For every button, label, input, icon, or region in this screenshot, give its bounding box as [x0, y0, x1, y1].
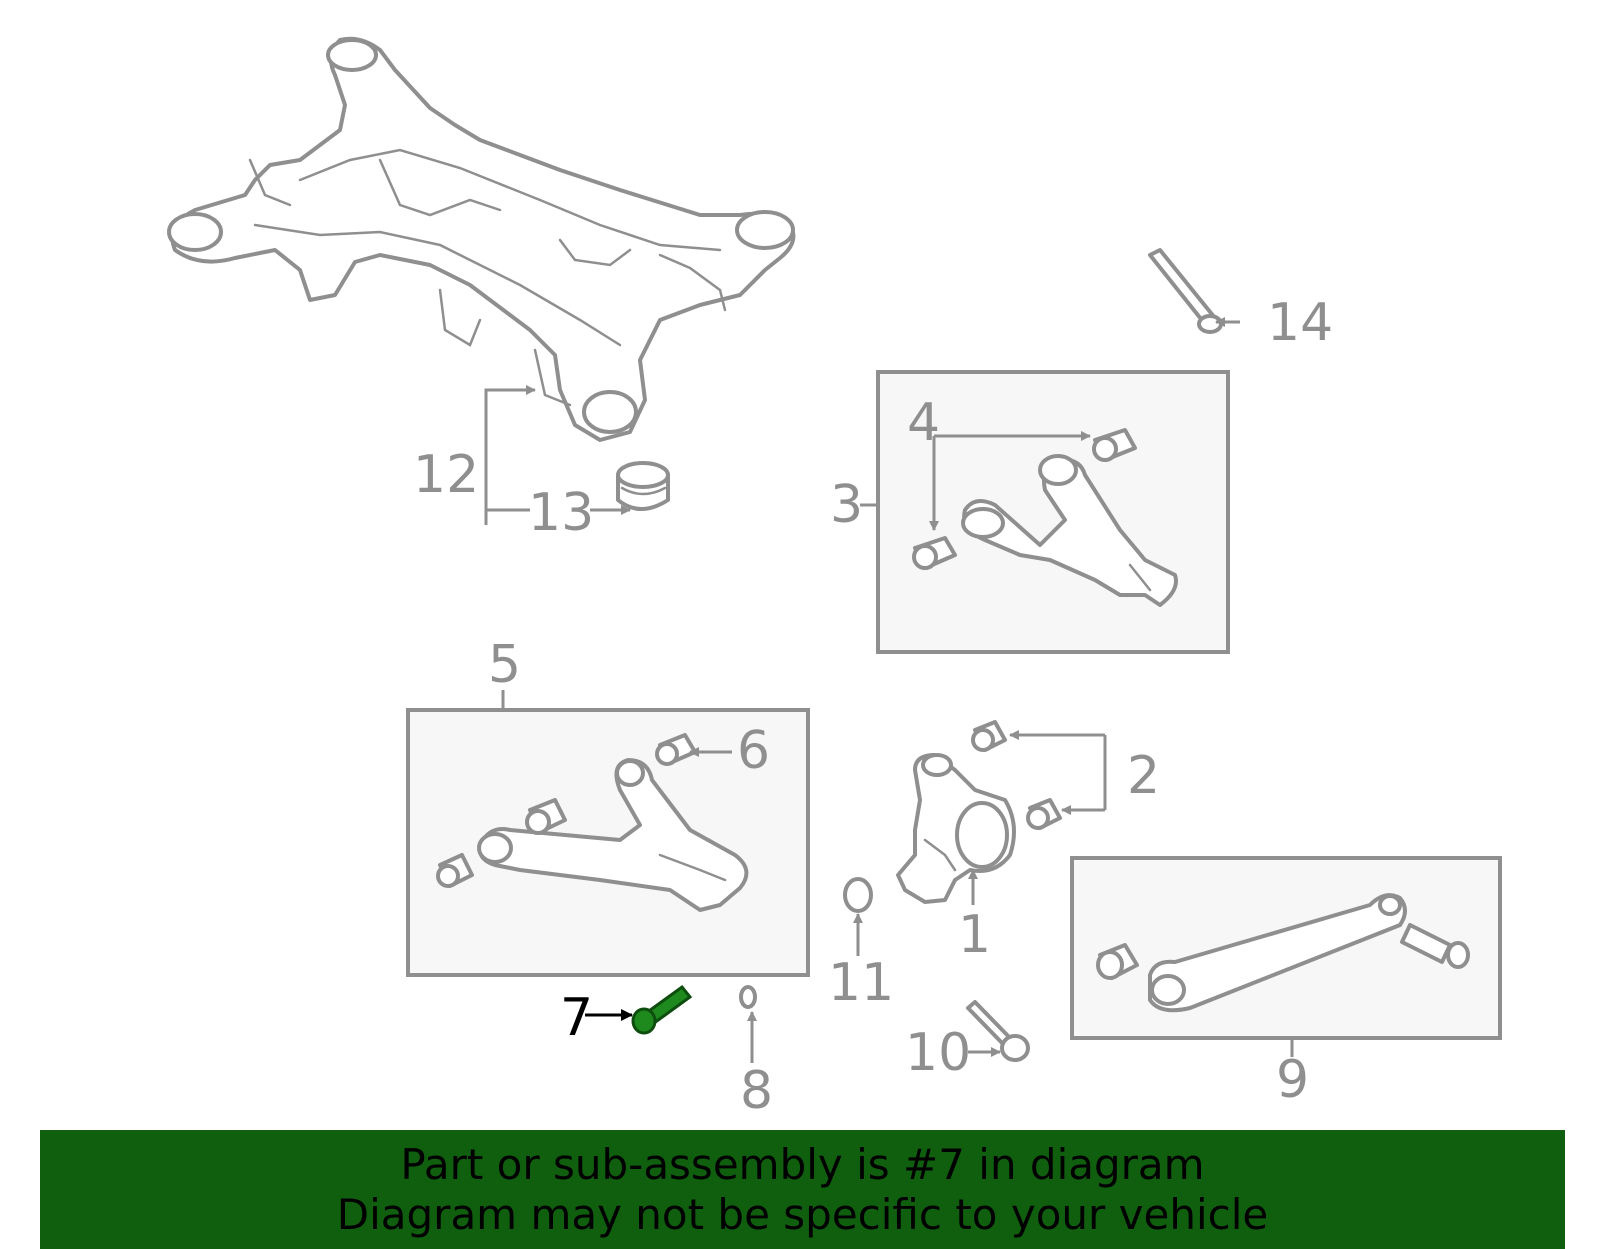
- callout-13: 13: [528, 483, 594, 543]
- washer-part-8: [739, 985, 757, 1009]
- callout-12: 12: [413, 445, 479, 505]
- subframe-part-12: [167, 36, 796, 442]
- callout-8: 8: [740, 1061, 773, 1121]
- callout-labels: 14 4 3 12 13 5 6 2 1 11 7 8 10 9: [413, 293, 1333, 1121]
- callout-4: 4: [907, 393, 940, 453]
- banner-line-1: Part or sub-assembly is #7 in diagram: [400, 1139, 1205, 1189]
- bushing-part-6: [655, 733, 697, 766]
- lateral-link-part-9: [1096, 893, 1470, 1013]
- info-banner: Part or sub-assembly is #7 in diagram Di…: [40, 1130, 1565, 1249]
- callout-2: 2: [1127, 746, 1160, 806]
- callout-7: 7: [560, 988, 593, 1048]
- callout-3: 3: [830, 475, 863, 535]
- callout-10: 10: [905, 1023, 971, 1083]
- box-part-3: [876, 370, 1230, 654]
- upper-arm-part-3: [912, 428, 1178, 607]
- callout-6: 6: [737, 721, 770, 781]
- washer-part-11: [843, 877, 873, 913]
- callout-14: 14: [1267, 293, 1333, 353]
- banner-line-2: Diagram may not be specific to your vehi…: [336, 1189, 1269, 1239]
- knuckle-part-1: [896, 753, 1016, 904]
- leader-lines: [484, 317, 1294, 1063]
- bolt-part-7-highlighted: [631, 984, 693, 1035]
- callout-1: 1: [958, 905, 991, 965]
- bushing-part-13: [616, 461, 670, 511]
- bushings-part-2: [971, 720, 1062, 830]
- callout-9: 9: [1276, 1050, 1309, 1110]
- lower-arm-part-5: [436, 758, 749, 912]
- bolt-part-10: [966, 1000, 1030, 1062]
- callout-5: 5: [488, 635, 521, 695]
- bolt-part-14: [1148, 248, 1223, 334]
- callout-11: 11: [828, 953, 894, 1013]
